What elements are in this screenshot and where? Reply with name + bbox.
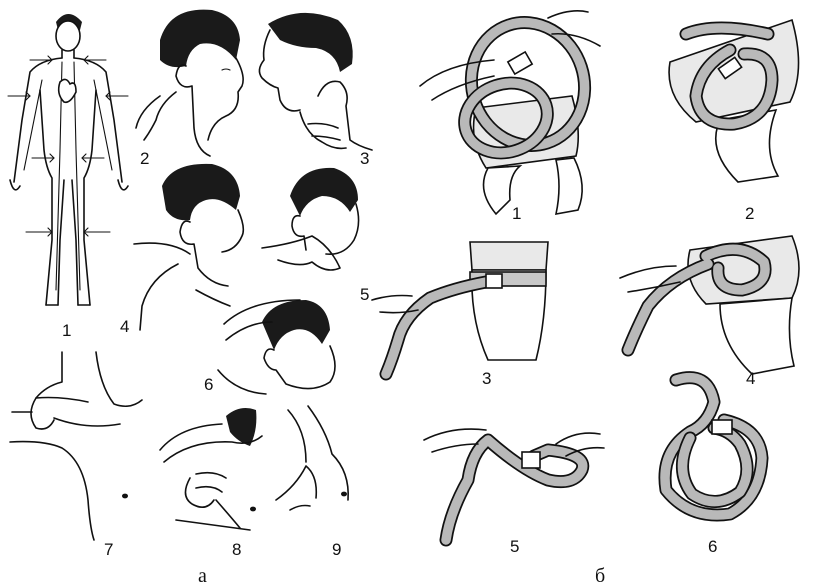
tourniquet-step-6: [665, 378, 762, 515]
label-b-2: 2: [745, 204, 754, 223]
tourniquet-step-3: [372, 242, 548, 374]
label-a-7: 7: [104, 540, 113, 559]
label-a-5: 5: [360, 285, 369, 304]
label-b-5: 5: [510, 537, 519, 556]
carotid-press-figure-3: [259, 13, 372, 150]
label-a-6: 6: [204, 375, 213, 394]
label-b-6: 6: [708, 537, 717, 556]
label-b-3: 3: [482, 369, 491, 388]
femoral-press-figure-9: [276, 406, 348, 510]
label-a-1: 1: [62, 321, 71, 340]
carotid-press-figure-2: [136, 10, 243, 156]
label-a-9: 9: [332, 540, 341, 559]
axillary-press-figure-8: [160, 408, 262, 530]
tourniquet-step-4: [620, 236, 799, 374]
panel-a: 1 2 3 4 5 6 7 8 9 а: [8, 10, 372, 587]
panel-b: 1 2 3 4 5 6 б: [372, 8, 799, 587]
label-a-4: 4: [120, 317, 129, 336]
brachial-press-figure-7: [10, 352, 142, 540]
jaw-press-figure-5: [262, 168, 359, 270]
tourniquet-step-1: [420, 8, 600, 214]
label-b-1: 1: [512, 204, 521, 223]
label-b-4: 4: [746, 369, 755, 388]
label-a-3: 3: [360, 149, 369, 168]
label-a-8: 8: [232, 540, 241, 559]
caption-b: б: [595, 565, 605, 587]
caption-a: а: [198, 565, 207, 587]
tourniquet-step-2: [669, 20, 798, 182]
tourniquet-step-5: [424, 429, 604, 540]
label-a-2: 2: [140, 149, 149, 168]
subclavian-press-figure-4: [134, 164, 243, 330]
body-pressure-points-figure: [8, 14, 128, 305]
temporal-press-figure-6: [218, 300, 335, 394]
